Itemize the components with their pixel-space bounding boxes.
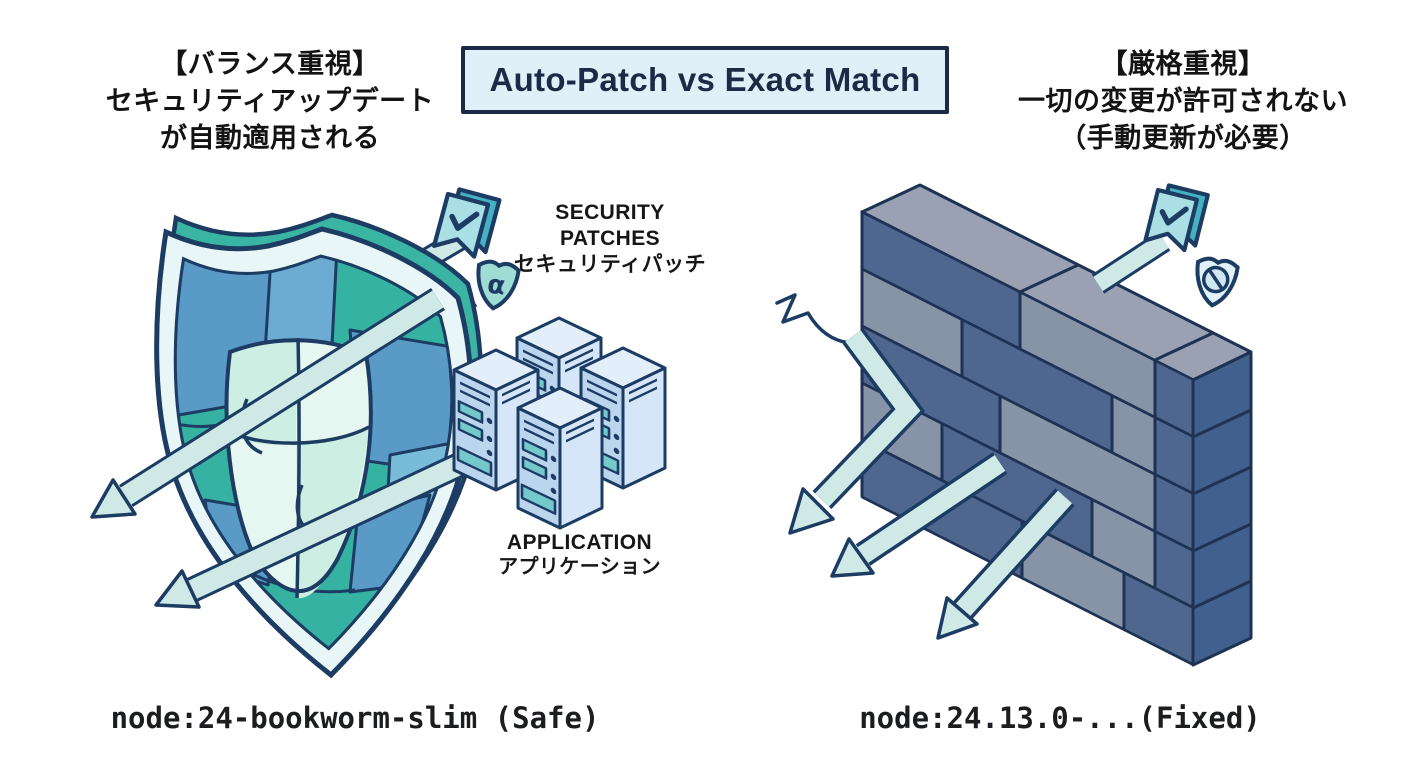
left-image-tag: node:24-bookworm-slim (Safe) <box>110 701 600 735</box>
no-entry-shield-icon <box>1190 255 1241 311</box>
left-heading: 【バランス重視】 セキュリティアップデート が自動適用される <box>55 46 485 157</box>
security-label-jp: セキュリティパッチ <box>513 253 707 276</box>
application-label: APPLICATION アプリケーション <box>462 530 697 580</box>
server-cluster <box>452 316 667 530</box>
security-label-line1: SECURITY <box>555 201 665 224</box>
brick-wall <box>860 183 1253 667</box>
brick-wall-group <box>775 183 1253 667</box>
blocked-arrows <box>788 231 1171 640</box>
title-box: Auto-Patch vs Exact Match <box>461 46 949 114</box>
crack-squiggle <box>775 293 852 345</box>
right-heading-line3: （手動更新が必要） <box>1059 123 1307 153</box>
right-heading: 【厳格重視】 一切の変更が許可されない （手動更新が必要） <box>968 46 1398 157</box>
shield-glyph: α <box>485 269 507 301</box>
security-label-line2: PATCHES <box>559 227 661 250</box>
page-title: Auto-Patch vs Exact Match <box>489 61 921 98</box>
application-label-en: APPLICATION <box>506 531 653 554</box>
right-heading-line2: 一切の変更が許可されない <box>1018 86 1348 116</box>
right-heading-line1: 【厳格重視】 <box>1100 49 1266 79</box>
shield-illustration <box>130 185 520 715</box>
left-heading-line3: が自動適用される <box>160 123 380 153</box>
pass-through-arrows <box>90 288 478 609</box>
auto-patch-shield-group <box>90 185 520 715</box>
application-label-jp: アプリケーション <box>498 556 661 578</box>
security-patches-label: SECURITY PATCHES セキュリティパッチ <box>495 200 725 278</box>
alpha-scan-shield-icon: α <box>471 258 522 314</box>
left-heading-line1: 【バランス重視】 <box>160 49 380 79</box>
left-heading-line2: セキュリティアップデート <box>105 86 435 116</box>
right-image-tag: node:24.13.0-...(Fixed) <box>859 701 1261 735</box>
